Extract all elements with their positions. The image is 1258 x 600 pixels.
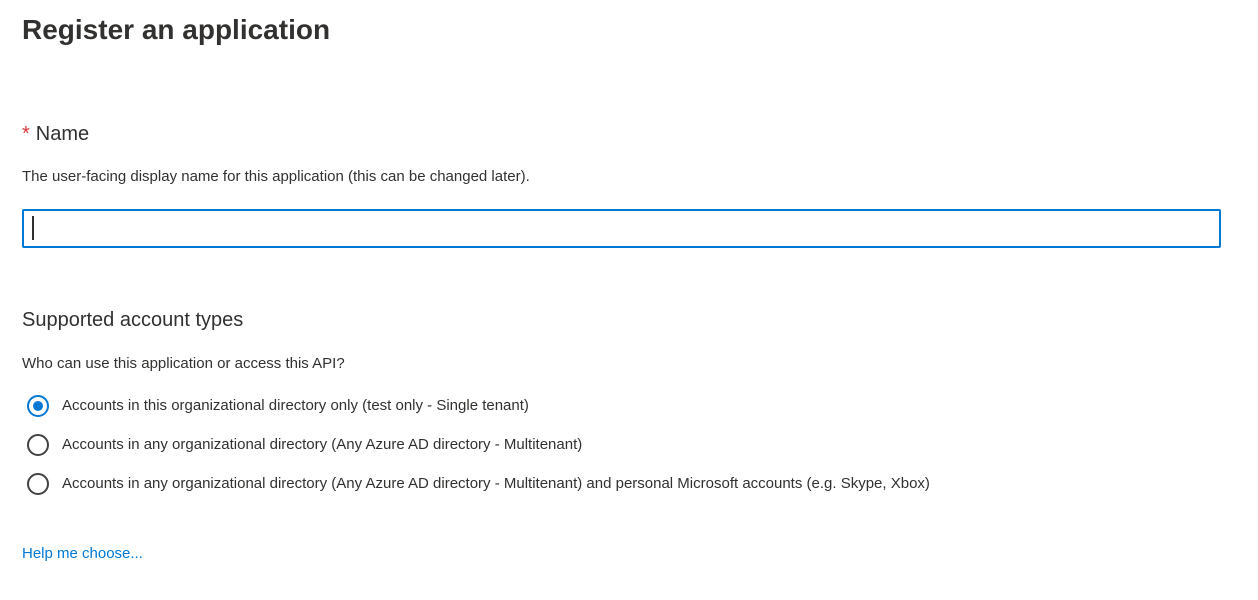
radio-option-multitenant-personal[interactable]: Accounts in any organizational directory…	[22, 469, 1221, 499]
radio-option-label: Accounts in this organizational director…	[62, 397, 529, 414]
name-field-description: The user-facing display name for this ap…	[22, 168, 530, 185]
name-input-wrapper	[22, 209, 1221, 248]
page-title: Register an application	[22, 14, 331, 45]
help-me-choose-link[interactable]: Help me choose...	[22, 545, 143, 562]
account-types-question: Who can use this application or access t…	[22, 355, 345, 372]
register-application-page: Register an application *Name The user-f…	[0, 0, 1258, 564]
required-asterisk: *	[22, 123, 30, 145]
radio-option-label: Accounts in any organizational directory…	[62, 475, 930, 492]
name-label-text: Name	[35, 123, 90, 145]
radio-option-multitenant[interactable]: Accounts in any organizational directory…	[22, 430, 1221, 460]
radio-unselected-icon[interactable]	[27, 473, 49, 495]
radio-selected-icon[interactable]	[27, 395, 49, 417]
name-field-label: *Name	[22, 122, 1221, 146]
radio-unselected-icon[interactable]	[27, 434, 49, 456]
account-type-radio-group: Accounts in this organizational director…	[22, 391, 1221, 499]
name-input[interactable]	[22, 209, 1221, 248]
supported-account-types-heading: Supported account types	[22, 309, 244, 331]
radio-option-single-tenant[interactable]: Accounts in this organizational director…	[22, 391, 1221, 421]
text-cursor	[32, 216, 34, 240]
radio-option-label: Accounts in any organizational directory…	[62, 436, 583, 453]
